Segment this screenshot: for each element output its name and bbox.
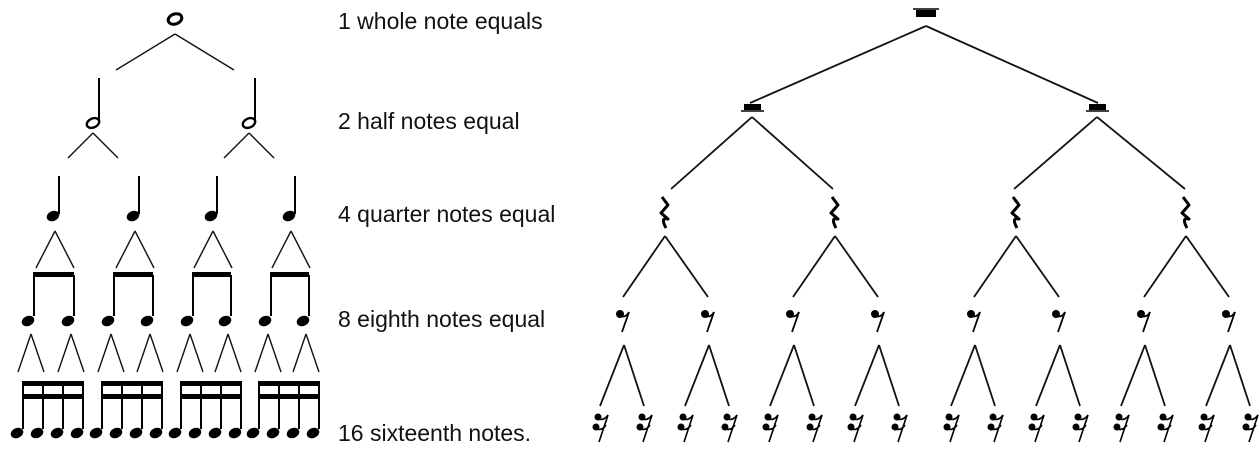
eighth-rest-icon [786,310,800,333]
sixteenth-rest-icon [1028,413,1045,443]
sixteenth-rest-icon [762,413,779,443]
label-quarter: 4 quarter notes equal [338,201,555,227]
eighth-rest-icon [701,310,715,333]
sixteenth-note-group-icon [10,381,84,439]
quarter-note-icon [282,176,296,222]
eighth-note-pair-icon [101,272,154,327]
sixteenth-rest-icon [592,413,609,443]
sixteenth-rest-icon [891,413,908,443]
eighth-rest-icon [967,310,981,333]
tree-branches-eighth [17,333,320,373]
quarter-notes [46,176,296,222]
tree-branches-half-rest [670,116,1186,190]
eighth-rest-icon [1137,310,1151,333]
sixteenth-rest-icon [677,413,694,443]
sixteenth-rest-icon [636,413,653,443]
quarter-rests [659,196,1191,229]
whole-rest-icon [913,8,939,17]
eighth-note-pair-icon [258,272,310,327]
tree-branches-half [67,132,275,159]
sixteenth-rest-icon [943,413,960,443]
tree-branches-quarter [35,230,311,269]
quarter-note-icon [126,176,140,222]
label-half: 2 half notes equal [338,108,520,134]
label-whole: 1 whole note equals [338,8,543,34]
level-labels: 1 whole note equals 2 half notes equal 4… [338,8,555,446]
half-note-icon [85,78,101,130]
eighth-rest-icon [1222,310,1236,333]
eighth-rest-icon [1052,310,1066,333]
label-sixteenth: 16 sixteenth notes. [338,420,531,446]
tree-branches-whole [115,33,235,71]
sixteenth-rest-icon [847,413,864,443]
quarter-note-icon [204,176,218,222]
sixteenth-notes [10,381,320,439]
quarter-rest-icon [829,196,840,229]
tree-branches-quarter-rest [622,235,1230,298]
rest-tree [592,8,1259,443]
sixteenth-rest-icon [1157,413,1174,443]
eighth-rest-icon [871,310,885,333]
half-note-icon [241,78,257,130]
quarter-rest-icon [659,196,670,229]
half-rest-icon [1086,104,1109,112]
quarter-rest-icon [1010,196,1021,229]
quarter-note-icon [46,176,60,222]
sixteenth-rest-icon [806,413,823,443]
tree-branches-eighth-rest [599,344,1251,407]
note-tree [10,12,320,439]
eighth-note-pair-icon [180,272,232,327]
quarter-rest-icon [1180,196,1191,229]
sixteenth-rests [592,413,1259,443]
sixteenth-rest-icon [1072,413,1089,443]
eighth-notes [21,272,310,327]
sixteenth-rest-icon [721,413,738,443]
tree-branches-whole-rest [749,25,1099,104]
half-rest-icon [741,104,764,112]
eighth-rests [616,310,1236,333]
eighth-rest-icon [616,310,630,333]
sixteenth-rest-icon [987,413,1004,443]
whole-note-icon [166,12,184,26]
eighth-note-pair-icon [21,272,75,327]
label-eighth: 8 eighth notes equal [338,306,545,332]
sixteenth-note-group-icon [246,381,320,439]
sixteenth-rest-icon [1113,413,1130,443]
sixteenth-rest-icon [1242,413,1259,443]
sixteenth-rest-icon [1198,413,1215,443]
sixteenth-note-group-icon [168,381,242,439]
sixteenth-note-group-icon [89,381,163,439]
